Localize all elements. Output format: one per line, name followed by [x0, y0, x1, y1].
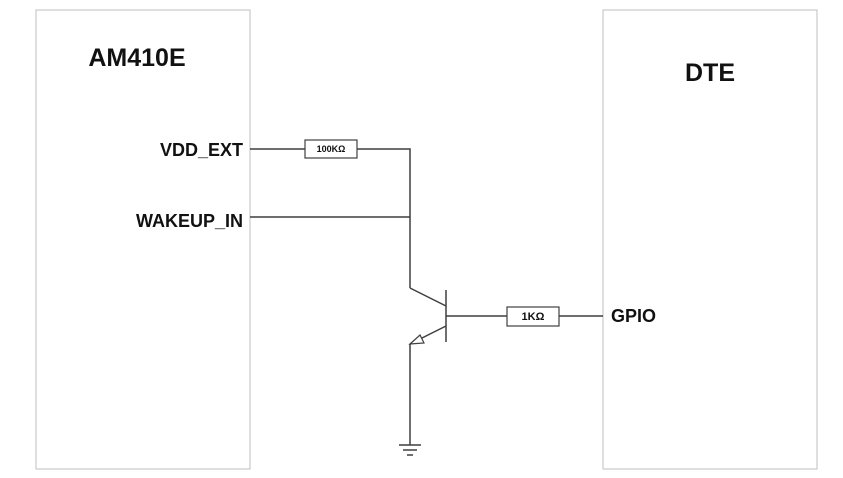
dte-block: DTE GPIO [602, 9, 818, 470]
wire-resistor-to-node [357, 148, 411, 217]
pin-label-vdd-ext: VDD_EXT [160, 140, 243, 160]
ground-icon [399, 444, 421, 456]
am410e-title: AM410E [88, 44, 185, 72]
pin-label-wakeup-in: WAKEUP_IN [136, 211, 243, 231]
resistor-100k: 100KΩ [304, 139, 358, 159]
resistor-100k-label: 100KΩ [317, 144, 346, 154]
resistor-1k-label: 1KΩ [522, 311, 545, 323]
am410e-block: AM410E VDD_EXT WAKEUP_IN [35, 9, 251, 470]
npn-transistor-icon [408, 287, 447, 345]
pin-label-gpio: GPIO [611, 306, 656, 326]
dte-title: DTE [685, 59, 735, 87]
wires [250, 148, 603, 445]
resistor-1k: 1KΩ [506, 306, 560, 327]
